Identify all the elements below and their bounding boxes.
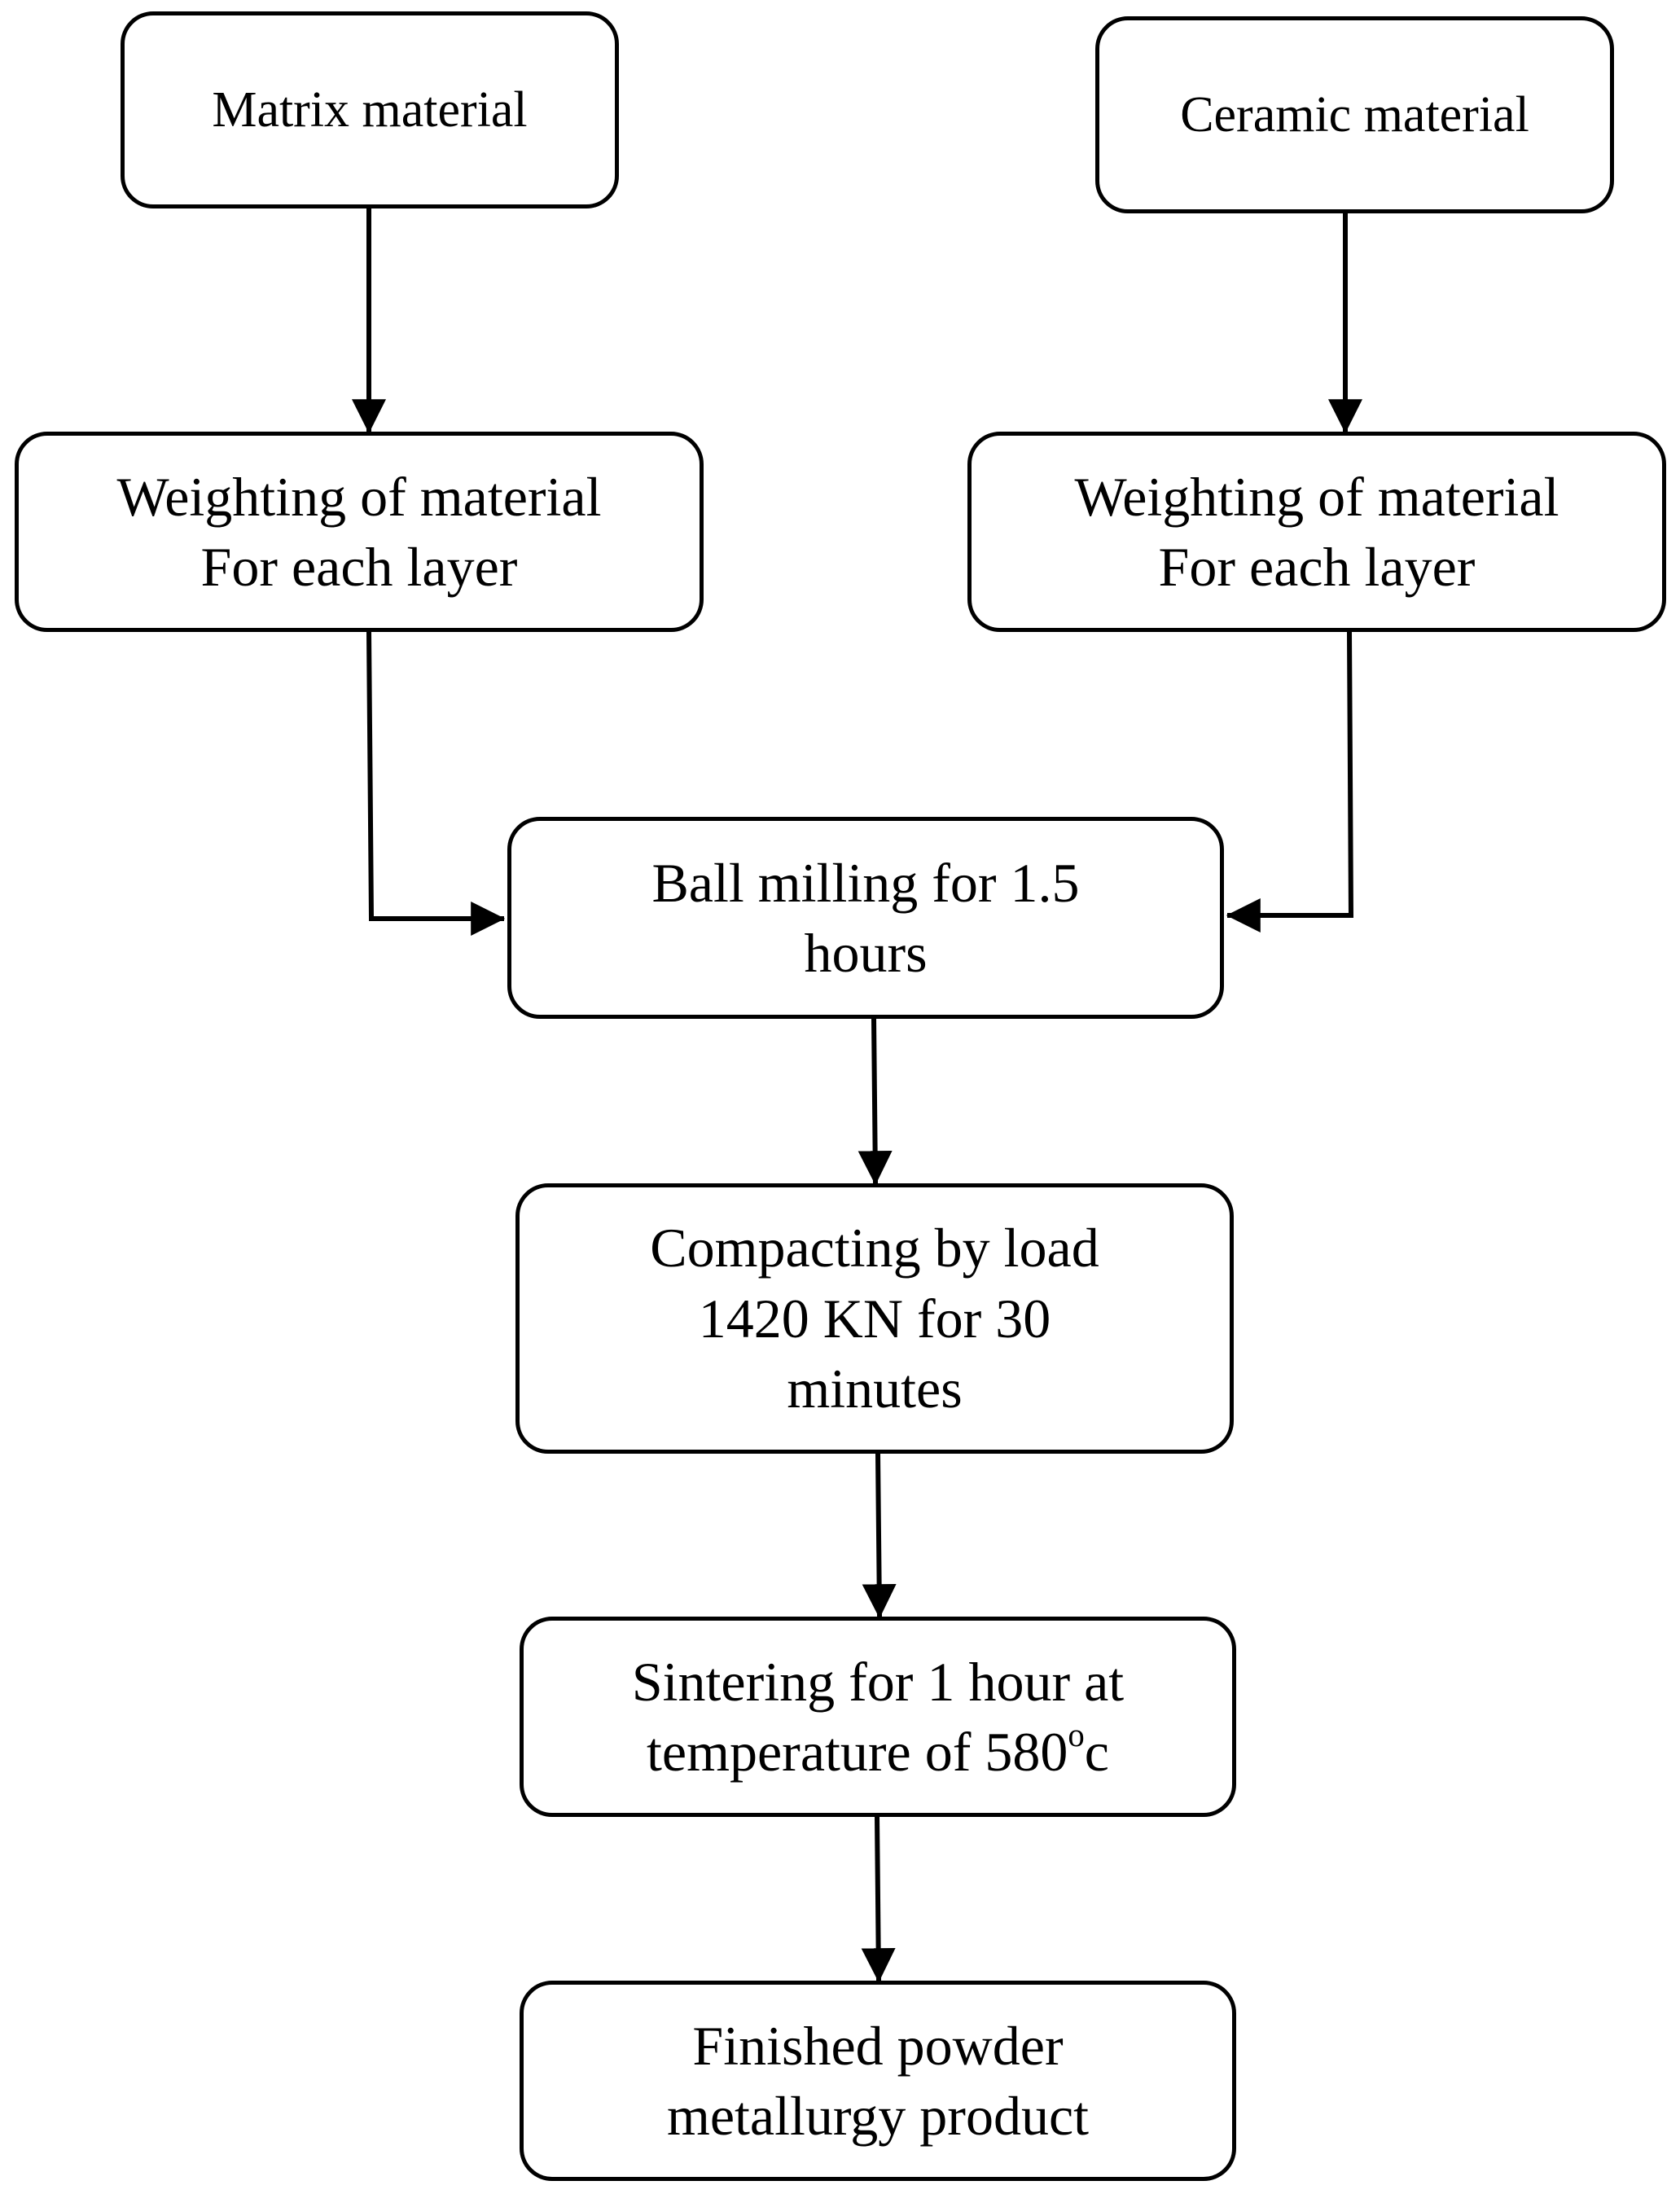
node-matrix-material: Matrix material [121,11,619,208]
node-label-line-2: 1420 KN for 30 [698,1287,1051,1349]
node-ceramic-material: Ceramic material [1095,16,1614,213]
node-label-line-1: Finished powder [692,2014,1064,2077]
edge-sintering-to-finished [861,1814,896,1983]
node-label-line-1: Compacting by load [650,1217,1099,1279]
node-finished-product: Finished powder metallurgy product [520,1981,1236,2181]
node-label-line-2: For each layer [1158,536,1476,598]
node-label-line-1: Sintering for 1 hour at [631,1650,1125,1713]
unit-text: c [1084,1721,1109,1783]
node-label-line-2: metallurgy product [666,2085,1090,2147]
edge-weigh-left-to-ball-milling [366,629,506,936]
node-compacting: Compacting by load 1420 KN for 30 minute… [515,1183,1234,1454]
node-label-line-1: Weighting of material [116,465,602,528]
node-label: Ceramic material [1180,86,1529,143]
node-label-line-1: Weighting of material [1074,465,1559,528]
degree-superscript: o [1068,1717,1085,1754]
edge-weigh-right-to-ball-milling [1226,629,1354,932]
temperature-text: temperature of 580 [647,1721,1068,1783]
node-label-line-2: temperature of 580oc [647,1717,1109,1787]
node-sintering: Sintering for 1 hour at temperature of 5… [520,1617,1236,1817]
edge-ball-milling-to-compacting [858,1016,893,1186]
node-ball-milling: Ball milling for 1.5 hours [507,817,1224,1019]
node-label: Matrix material [212,81,528,138]
node-label-line-3: minutes [787,1358,963,1420]
node-label-line-1: Ball milling for 1.5 [651,851,1080,914]
edge-compacting-to-sintering [862,1450,897,1619]
node-label-line-2: hours [804,922,928,984]
node-weighting-ceramic: Weighting of material For each layer [967,432,1666,632]
node-weighting-matrix: Weighting of material For each layer [15,432,704,632]
node-label-line-2: For each layer [200,536,518,598]
